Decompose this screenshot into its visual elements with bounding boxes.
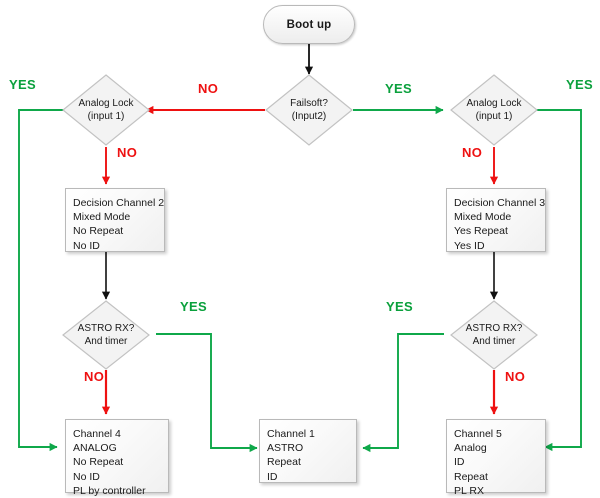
dc3-line-2: Mixed Mode [454, 211, 512, 224]
ch5-line-1: Channel 5 [454, 428, 502, 440]
edge-label-yes-far-left: YES [9, 77, 36, 92]
ch4-line-2: ANALOG [73, 442, 117, 455]
node-channel-5[interactable]: Channel 5 Analog ID Repeat PL RX [446, 419, 546, 497]
analog-lock-right-diamond-shape [450, 74, 538, 146]
edge-label-yes-astro-right: YES [386, 299, 413, 314]
dc3-line-1: Decision Channel 3 [454, 197, 546, 209]
ch5-line-4: Repeat [454, 470, 488, 483]
node-decision-channel-3[interactable]: Decision Channel 3 Mixed Mode Yes Repeat… [446, 188, 546, 252]
edge-label-yes-astro-left: YES [180, 299, 207, 314]
ch4-line-5: PL by controller [73, 484, 146, 497]
node-decision-channel-2[interactable]: Decision Channel 2 Mixed Mode No Repeat … [65, 188, 165, 252]
ch4-line-4: No ID [73, 470, 100, 483]
ch5-line-2: Analog [454, 442, 487, 455]
dc2-line-2: Mixed Mode [73, 211, 131, 224]
dc3-line-3: Yes Repeat [454, 225, 508, 238]
dc2-line-4: No ID [73, 239, 100, 252]
node-channel-4[interactable]: Channel 4 ANALOG No Repeat No ID PL by c… [65, 419, 169, 497]
analog-lock-left-diamond-shape [62, 74, 150, 146]
dc2-line-3: No Repeat [73, 225, 124, 238]
dc3-line-4: Yes ID [454, 239, 485, 252]
ch1-line-3: Repeat [267, 456, 301, 469]
edge-label-no-astro-left: NO [84, 369, 105, 384]
edge-label-yes-failsoft-right: YES [385, 81, 412, 96]
node-channel-1[interactable]: Channel 1 ASTRO Repeat ID [259, 419, 357, 483]
ch5-line-5: PL RX [454, 484, 484, 497]
node-analog-lock-right[interactable]: Analog Lock (input 1) [450, 74, 538, 146]
node-boot-up[interactable]: Boot up [263, 5, 355, 44]
ch4-line-3: No Repeat [73, 456, 124, 469]
ch4-line-1: Channel 4 [73, 428, 121, 440]
edge-label-no-failsoft-left: NO [198, 81, 219, 96]
edge-astro-right-yes-to-channel1 [362, 333, 444, 453]
node-analog-lock-left[interactable]: Analog Lock (input 1) [62, 74, 150, 146]
ch1-line-2: ASTRO [267, 442, 304, 455]
node-astro-rx-left[interactable]: ASTRO RX? And timer [62, 300, 150, 370]
edge-label-yes-far-right: YES [566, 77, 593, 92]
ch1-line-4: ID [267, 470, 278, 483]
edge-analog-right-yes-to-channel5 [534, 109, 582, 452]
edge-analog-left-yes-to-channel4 [18, 109, 66, 452]
edge-label-no-analog-left: NO [117, 145, 138, 160]
failsoft-diamond-shape [265, 74, 353, 146]
astro-rx-left-diamond-shape [62, 300, 150, 370]
ch5-line-3: ID [454, 456, 465, 469]
node-failsoft[interactable]: Failsoft? (Input2) [265, 74, 353, 146]
node-astro-rx-right[interactable]: ASTRO RX? And timer [450, 300, 538, 370]
node-boot-up-label: Boot up [286, 18, 332, 31]
ch1-line-1: Channel 1 [267, 428, 315, 440]
dc2-line-1: Decision Channel 2 [73, 197, 165, 209]
edge-astro-left-yes-to-channel1 [156, 333, 258, 453]
edge-label-no-astro-right: NO [505, 369, 526, 384]
astro-rx-right-diamond-shape [450, 300, 538, 370]
edge-label-no-analog-right: NO [462, 145, 483, 160]
